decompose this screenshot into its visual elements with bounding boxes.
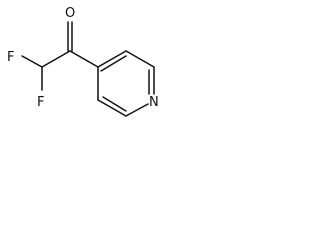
bond-c-f-upper <box>21 55 43 68</box>
chemical-structure-diagram: F F O N <box>7 6 159 117</box>
atom-label-nitrogen: N <box>149 95 159 110</box>
ring-bond-c4-c3 <box>97 50 127 68</box>
ring-bond-c4-c3-inner <box>100 55 127 72</box>
bonds <box>21 21 155 117</box>
ring-bond-n-c6 <box>125 103 149 117</box>
atom-labels: F F O N <box>7 6 159 110</box>
atom-label-fluorine-upper: F <box>7 50 14 65</box>
bond-chf2-carbonyl <box>41 50 71 68</box>
ring-bond-c6-c5 <box>97 99 127 117</box>
atom-label-oxygen: O <box>65 6 75 21</box>
ring-bond-c3-c2 <box>125 50 155 68</box>
bond-carbonyl-ring <box>69 50 99 68</box>
atom-label-fluorine-lower: F <box>37 95 44 110</box>
ring-bond-c6-c5-inner <box>102 96 127 112</box>
